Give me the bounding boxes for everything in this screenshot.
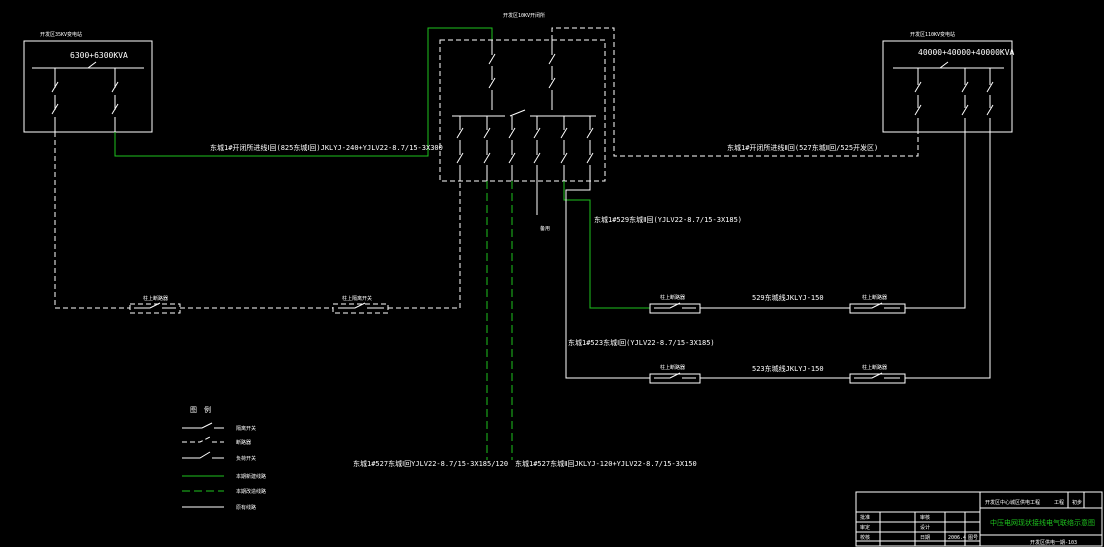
legend-item-0: 隔离开关 [236, 425, 256, 432]
left-feeder-switch-2 [111, 68, 119, 132]
title-stage: 初步 [1072, 499, 1082, 506]
row2-connector [565, 181, 650, 379]
center-bus-tie [509, 109, 526, 117]
title-block-border [855, 491, 1103, 547]
title-role-0: 批准 [860, 514, 870, 521]
center-incoming-switch-1 [488, 40, 496, 110]
left-feeder-label: 东城1#开闭所进线Ⅰ回(825东城Ⅰ回)JKLYJ-240+YJLV22-8.7… [210, 143, 443, 152]
row2-right-label: 柱上断路器 [862, 364, 887, 371]
title-role-1: 审核 [920, 514, 930, 521]
right-feeder-switch-3 [986, 68, 994, 132]
right-feeder-dashed-line [551, 27, 919, 157]
title-role-4: 校核 [860, 534, 870, 541]
right-substation: 开发区110KV变电站 40000+40000+40000KVA [882, 31, 1015, 133]
legend-item-1: 断路器 [236, 439, 251, 446]
center-outgoing-breakers [456, 116, 594, 181]
title-project: 开发区中心城区供电工程 [985, 499, 1040, 506]
right-station-capacity: 40000+40000+40000KVA [918, 48, 1015, 57]
center-station-header: 开发区10KV开闭所 [503, 12, 545, 19]
title-role-5: 日期 [920, 535, 930, 541]
row2-feeder-label: 东城1#523东城Ⅰ回(YJLV22-8.7/15-3X185) [568, 338, 715, 347]
legend-item-2: 负荷开关 [236, 455, 256, 462]
legend-load-switch-symbol [182, 451, 224, 459]
center-station-box [439, 39, 606, 182]
center-incoming-switch-2 [548, 40, 556, 110]
row1-line-label: 529东城线JKLYJ-150 [752, 293, 824, 302]
right-feeder-switch-2 [961, 68, 969, 132]
bottom-feeder-right-label: 东城1#527东城Ⅱ回JKLYJ-120+YJLV22-8.7/15-3X150 [515, 459, 697, 468]
right-feeder-switch-1 [914, 68, 922, 132]
row1-left-label: 柱上断路器 [660, 294, 685, 301]
left-lower-breaker-1: 柱上断路器 [129, 295, 181, 314]
center-substation: 开发区10KV开闭所 [439, 12, 606, 182]
center-spare-label: 备用 [540, 225, 550, 232]
legend-disconnector-symbol [182, 422, 224, 429]
title-drawing-title: 中压电网现状接线电气联络示意图 [990, 518, 1095, 527]
legend-title: 图 例 [190, 405, 211, 414]
legend-breaker-symbol [182, 436, 224, 443]
legend: 图 例 隔离开关 断路器 负荷开关 本期新建线路 本期改造线路 原有线路 [182, 405, 266, 511]
left-lower-breaker-2-label: 柱上隔离开关 [342, 295, 372, 302]
title-drawing-no-label: 图号 [968, 535, 978, 541]
legend-item-4: 本期改造线路 [236, 488, 266, 495]
title-date: 2006.4 [948, 535, 966, 541]
left-lower-dashed-line [54, 132, 130, 309]
legend-item-5: 原有线路 [236, 504, 256, 511]
row2-left-label: 柱上断路器 [660, 364, 685, 371]
left-feeder-switch-1 [51, 68, 59, 132]
row1-green-connector [563, 181, 650, 309]
row1-feeder-label: 东城1#529东城Ⅱ回(YJLV22-8.7/15-3X185) [594, 215, 742, 224]
row2-breaker-left: 柱上断路器 [649, 364, 701, 384]
title-drawing-no: 开发区供电一期-103 [1030, 539, 1077, 546]
title-role-3: 设计 [920, 524, 930, 531]
right-station-header: 开发区110KV变电站 [910, 31, 955, 38]
left-station-box [23, 40, 153, 133]
row1-breaker-left: 柱上断路器 [649, 294, 701, 314]
legend-item-3: 本期新建线路 [236, 473, 266, 480]
title-role-2: 审定 [860, 524, 870, 531]
bottom-feeder-left-label: 东城1#527东城Ⅰ回YJLV22-8.7/15-3X185/120 [353, 459, 508, 468]
right-feeder-label: 东城1#开闭所进线Ⅱ回(527东城Ⅱ回/525开发区) [727, 143, 878, 152]
title-block: 开发区中心城区供电工程 工程 初步 中压电网现状接线电气联络示意图 批准 审核 … [855, 491, 1103, 547]
row2-line-label: 523东城线JKLYJ-150 [752, 364, 824, 373]
row1-right-label: 柱上断路器 [862, 294, 887, 301]
right-station-box [882, 40, 1013, 133]
left-feeder-green-line [114, 27, 493, 157]
left-substation: 开发区35KV变电站 6300+6300KVA [23, 31, 153, 133]
left-bus-tie-switch [87, 61, 97, 69]
title-phase: 工程 [1054, 499, 1064, 506]
row2-breaker-right: 柱上断路器 [849, 364, 906, 384]
left-lower-disconnector: 柱上隔离开关 [332, 295, 389, 314]
row1-breaker-right: 柱上断路器 [849, 294, 906, 314]
left-lower-breaker-1-label: 柱上断路器 [143, 295, 168, 302]
left-station-header: 开发区35KV变电站 [40, 31, 82, 38]
left-station-capacity: 6300+6300KVA [70, 51, 128, 60]
